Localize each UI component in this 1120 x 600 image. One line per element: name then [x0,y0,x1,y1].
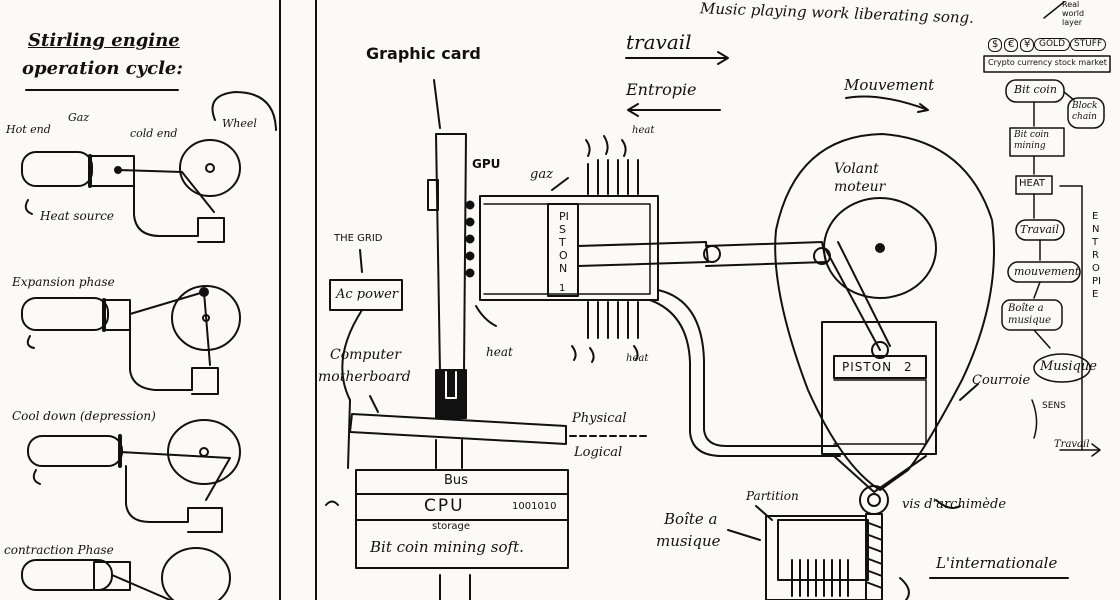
flow-travail: Travail [1020,223,1059,236]
flow-travail-bottom: Travail [1054,439,1090,450]
graphic-card-drawing [427,79,497,419]
flow-mouvement: mouvement [1014,265,1080,278]
label-the-grid: THE GRID [334,233,383,244]
label-courroie: Courroie [972,373,1031,388]
label-piston1: PISTON [559,210,569,275]
label-volant: Volant [834,161,879,177]
label-musique: musique [656,532,721,550]
label-travail: travail [626,30,692,54]
flow-yen: ¥ [1020,38,1035,52]
flow-entropie-vertical: ENTROPIE [1092,211,1101,300]
label-contraction: contraction Phase [4,543,114,557]
label-mouvement: Mouvement [844,76,935,94]
flow-gold: GOLD [1034,38,1071,51]
label-wheel: Wheel [222,117,257,130]
archimedes-screw [859,485,889,600]
divider-arrow-loop [211,91,277,131]
flow-real-world-layer: Real world layer [1062,0,1085,27]
piston-cylinder-2 [821,321,937,493]
label-physical: Physical [572,411,627,426]
label-heat-top: heat [632,125,655,136]
flow-sens: SENS [1042,401,1066,411]
label-ac-power: Ac power [336,287,398,302]
label-partition: Partition [746,489,799,503]
label-bitcoin-soft: Bit coin mining soft. [370,538,524,556]
label-computer: Computer [330,347,401,363]
label-motherboard: motherboard [318,369,411,385]
label-storage: storage [432,521,470,532]
flow-musique: Musique [1040,359,1097,374]
label-gpu: GPU [472,157,501,171]
flywheel [774,133,995,491]
flow-crypto-market: Crypto currency stock market [988,58,1107,67]
flow-stuff: STUFF [1070,38,1107,51]
stirling-stage-4 [21,547,231,600]
flow-boite-musique: Boîte a musique [1008,303,1052,326]
label-gaz-engine: gaz [530,167,553,182]
label-cpu: CPU [424,496,465,516]
label-hot-end: Hot end [6,123,51,136]
music-box [727,505,910,600]
label-gaz: Gaz [68,111,90,124]
label-heat-source: Heat source [40,209,115,223]
label-binary: 1001010 [512,501,557,512]
motherboard-bar [349,413,567,445]
label-heat-gpu: heat [486,345,513,359]
label-piston2: PISTON [842,360,893,374]
label-vis-archimede: vis d'archimède [902,497,1007,512]
label-entropie: Entropie [626,80,697,99]
stirling-stage-1 [21,139,241,243]
label-heat-bottom: heat [626,353,649,364]
label-cool-down: Cool down (depression) [12,409,156,423]
connecting-pipe [657,289,839,447]
label-expansion: Expansion phase [12,275,115,289]
label-piston1-number: 1 [559,283,566,294]
stirling-title-line1: Stirling engine [28,30,180,51]
flow-euro: € [1004,38,1019,52]
flow-dollar: $ [988,38,1003,52]
flow-bitcoin-mining: Bit coin mining [1014,130,1050,151]
label-logical: Logical [574,445,623,460]
cpu-block [325,439,569,600]
stirling-title-line2: operation cycle: [22,58,184,79]
flow-blockchain: Block chain [1072,101,1098,122]
stirling-stage-3 [27,419,241,533]
label-graphic-card: Graphic card [366,44,481,63]
label-bus: Bus [444,473,468,488]
label-internationale: L'internationale [936,554,1058,572]
label-piston2-number: 2 [904,360,912,374]
label-boite: Boîte a [664,510,718,528]
flow-chart [983,1,1111,457]
flow-heat: HEAT [1019,178,1046,189]
label-moteur: moteur [834,179,886,195]
flow-bitcoin: Bit coin [1014,83,1057,96]
label-cold-end: cold end [130,127,178,140]
stirling-stage-2 [21,285,241,395]
